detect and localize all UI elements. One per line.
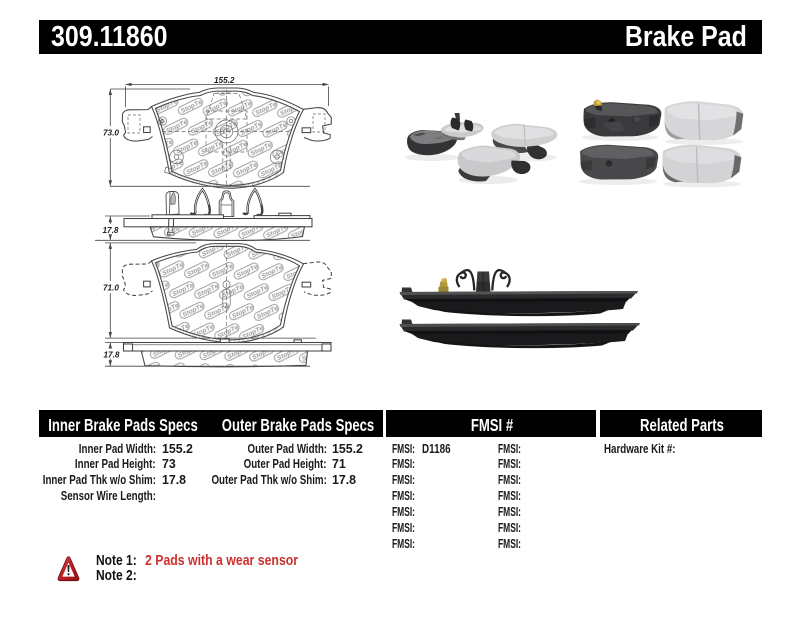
- svg-text:17.8: 17.8: [103, 226, 119, 235]
- svg-text:71.0: 71.0: [103, 284, 119, 293]
- svg-text:155.2: 155.2: [214, 76, 235, 85]
- svg-text:73.0: 73.0: [103, 129, 119, 138]
- svg-text:17.8: 17.8: [104, 351, 120, 360]
